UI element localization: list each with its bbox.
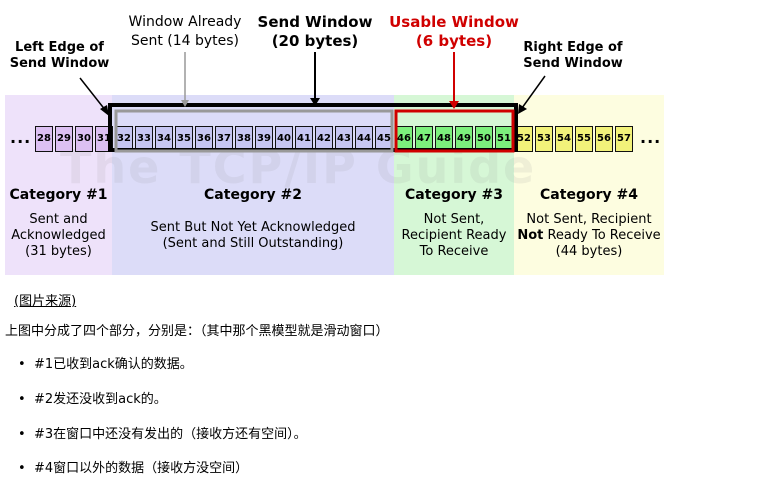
byte-cell-33: 33 [135, 126, 153, 152]
left-edge-arrow [79, 77, 107, 112]
category-3-description: Not Sent, Recipient Ready To Receive [401, 212, 507, 259]
right-ellipsis: ... [640, 128, 662, 147]
category-3-background [394, 95, 514, 275]
category-4-background [514, 95, 664, 275]
byte-cell-52: 52 [515, 126, 533, 152]
byte-cell-55: 55 [575, 126, 593, 152]
byte-cell-30: 30 [75, 126, 93, 152]
category-2-title: Category #2 [204, 187, 302, 203]
usable-window-frame [394, 109, 515, 153]
category-1-background [5, 95, 112, 275]
bullet-item-3: #3在窗口中还没有发出的（接收方还有空间）。 [18, 427, 307, 443]
bullet-item-2: #2发还没收到ack的。 [18, 392, 167, 408]
category-4-title: Category #4 [540, 187, 638, 203]
byte-cell-47: 47 [415, 126, 433, 152]
category-1-title: Category #1 [9, 187, 108, 203]
window-overlay [79, 52, 546, 153]
already-sent-frame [114, 109, 394, 153]
category-2-description: Sent But Not Yet Acknowledged (Sent and … [150, 220, 356, 251]
byte-cell-40: 40 [275, 126, 293, 152]
byte-cell-29: 29 [55, 126, 73, 152]
category-3-title: Category #3 [405, 187, 503, 203]
byte-cell-57: 57 [615, 126, 633, 152]
left-ellipsis: ... [10, 128, 32, 147]
byte-cell-53: 53 [535, 126, 553, 152]
byte-cell-28: 28 [35, 126, 53, 152]
byte-cell-39: 39 [255, 126, 273, 152]
category-2-background [112, 95, 394, 275]
bullet-item-1: #1已收到ack确认的数据。 [18, 357, 193, 373]
send-window-label: Send Window(20 bytes) [257, 13, 373, 50]
byte-cell-54: 54 [555, 126, 573, 152]
category-1-description: Sent and Acknowledged (31 bytes) [11, 212, 106, 259]
source-link[interactable]: (图片来源) [14, 294, 77, 309]
byte-cell-37: 37 [215, 126, 233, 152]
byte-cell-56: 56 [595, 126, 613, 152]
usable-window-label: Usable Window(6 bytes) [389, 13, 519, 50]
intro-paragraph: 上图中分成了四个部分，分别是：（其中那个黑模型就是滑动窗口） [5, 324, 389, 339]
category-4-description: Not Sent, Recipient Not Ready To Receive… [517, 212, 661, 259]
bullet-item-4: #4窗口以外的数据（接收方没空间） [18, 461, 248, 477]
byte-cell-35: 35 [175, 126, 193, 152]
right-edge-arrow [521, 75, 546, 109]
